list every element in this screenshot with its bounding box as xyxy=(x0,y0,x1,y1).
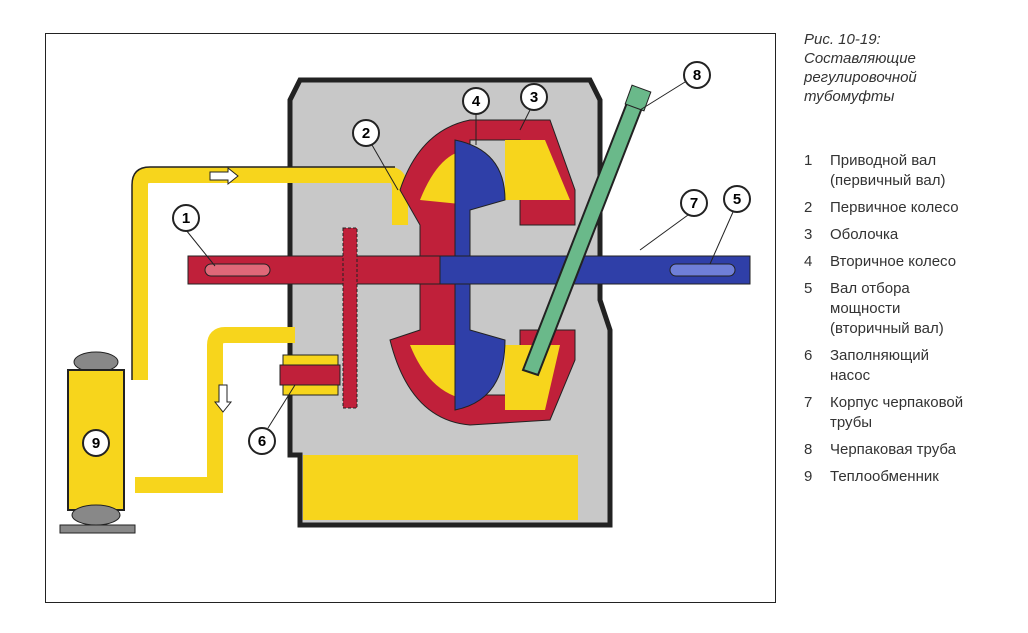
legend-item: 8 Черпаковая труба xyxy=(804,440,1010,460)
svg-text:7: 7 xyxy=(690,195,698,212)
legend-number: 9 xyxy=(804,468,813,485)
legend-label: Первичное колесо xyxy=(830,199,959,216)
legend-item: 2 Первичное колесо xyxy=(804,198,1010,218)
legend-number: 8 xyxy=(804,441,813,458)
caption-line: Составляющие xyxy=(804,50,916,67)
legend-number: 5 xyxy=(804,280,813,297)
caption-line: тубомуфты xyxy=(804,88,895,105)
oil-in-coupling-bottom xyxy=(410,345,560,410)
legend-label: Вторичное колесо xyxy=(830,253,957,270)
legend-label: Приводной вал (первичный вал) xyxy=(830,152,946,189)
flow-arrow-icon xyxy=(209,166,239,186)
legend-label: Заполняющий насос xyxy=(830,347,930,384)
callout-8: 8 xyxy=(639,61,711,111)
callout-1: 1 xyxy=(172,204,216,267)
legend-number: 1 xyxy=(804,152,813,169)
legend-item: 4 Вторичное колесо xyxy=(804,252,1010,272)
flow-arrow-icon xyxy=(213,384,233,413)
callout-9: 9 xyxy=(82,429,110,457)
oil-pipe-bottom xyxy=(135,327,295,493)
svg-text:9: 9 xyxy=(92,435,100,452)
heat-exchanger xyxy=(59,351,136,534)
scoop-tube xyxy=(521,84,652,377)
legend-item: 7 Корпус черпаковой трубы xyxy=(804,393,1010,433)
legend-label: Вал отбора мощности (вторичный вал) xyxy=(830,280,944,337)
caption-line: Рис. 10-19: xyxy=(804,31,881,48)
figure-caption: Рис. 10-19: Составляющие регулировочной … xyxy=(804,30,1014,106)
legend-number: 3 xyxy=(804,226,813,243)
callout-7: 7 xyxy=(639,189,708,251)
pump-gear xyxy=(279,364,341,386)
oil-pipe-outline-top xyxy=(131,166,395,380)
callout-3: 3 xyxy=(519,83,548,131)
legend: 1 Приводной вал (первичный вал) 2 Первично… xyxy=(804,151,1010,494)
legend-label: Оболочка xyxy=(830,226,899,243)
legend-label: Корпус черпаковой трубы xyxy=(830,394,964,431)
callout-4: 4 xyxy=(462,87,490,145)
legend-number: 7 xyxy=(804,394,813,411)
legend-number: 4 xyxy=(804,253,813,270)
legend-label: Черпаковая труба xyxy=(830,441,956,458)
oil-pipe-top xyxy=(132,167,408,380)
legend-label: Теплообменник xyxy=(830,468,939,485)
shaft-keyway xyxy=(204,263,271,277)
legend-item: 9 Теплообменник xyxy=(804,467,1010,487)
caption-line: регулировочной xyxy=(804,69,917,86)
svg-text:4: 4 xyxy=(472,93,481,110)
oil-sump xyxy=(303,455,578,520)
legend-item: 1 Приводной вал (первичный вал) xyxy=(804,151,1010,191)
svg-text:8: 8 xyxy=(693,67,701,84)
legend-number: 6 xyxy=(804,347,813,364)
svg-text:2: 2 xyxy=(362,125,370,142)
legend-item: 6 Заполняющий насос xyxy=(804,346,1010,386)
diagram-frame xyxy=(45,33,776,603)
callout-5: 5 xyxy=(709,185,751,265)
svg-text:3: 3 xyxy=(530,89,538,106)
callout-6: 6 xyxy=(248,384,296,455)
legend-number: 2 xyxy=(804,199,813,216)
secondary-wheel xyxy=(454,139,506,411)
svg-text:5: 5 xyxy=(733,191,741,208)
gear xyxy=(342,227,358,409)
svg-text:1: 1 xyxy=(182,210,190,227)
svg-text:6: 6 xyxy=(258,433,266,450)
legend-item: 3 Оболочка xyxy=(804,225,1010,245)
callout-2: 2 xyxy=(352,119,399,191)
shaft-keyway xyxy=(669,263,736,277)
legend-item: 5 Вал отбора мощности (вторичный вал) xyxy=(804,279,1010,339)
